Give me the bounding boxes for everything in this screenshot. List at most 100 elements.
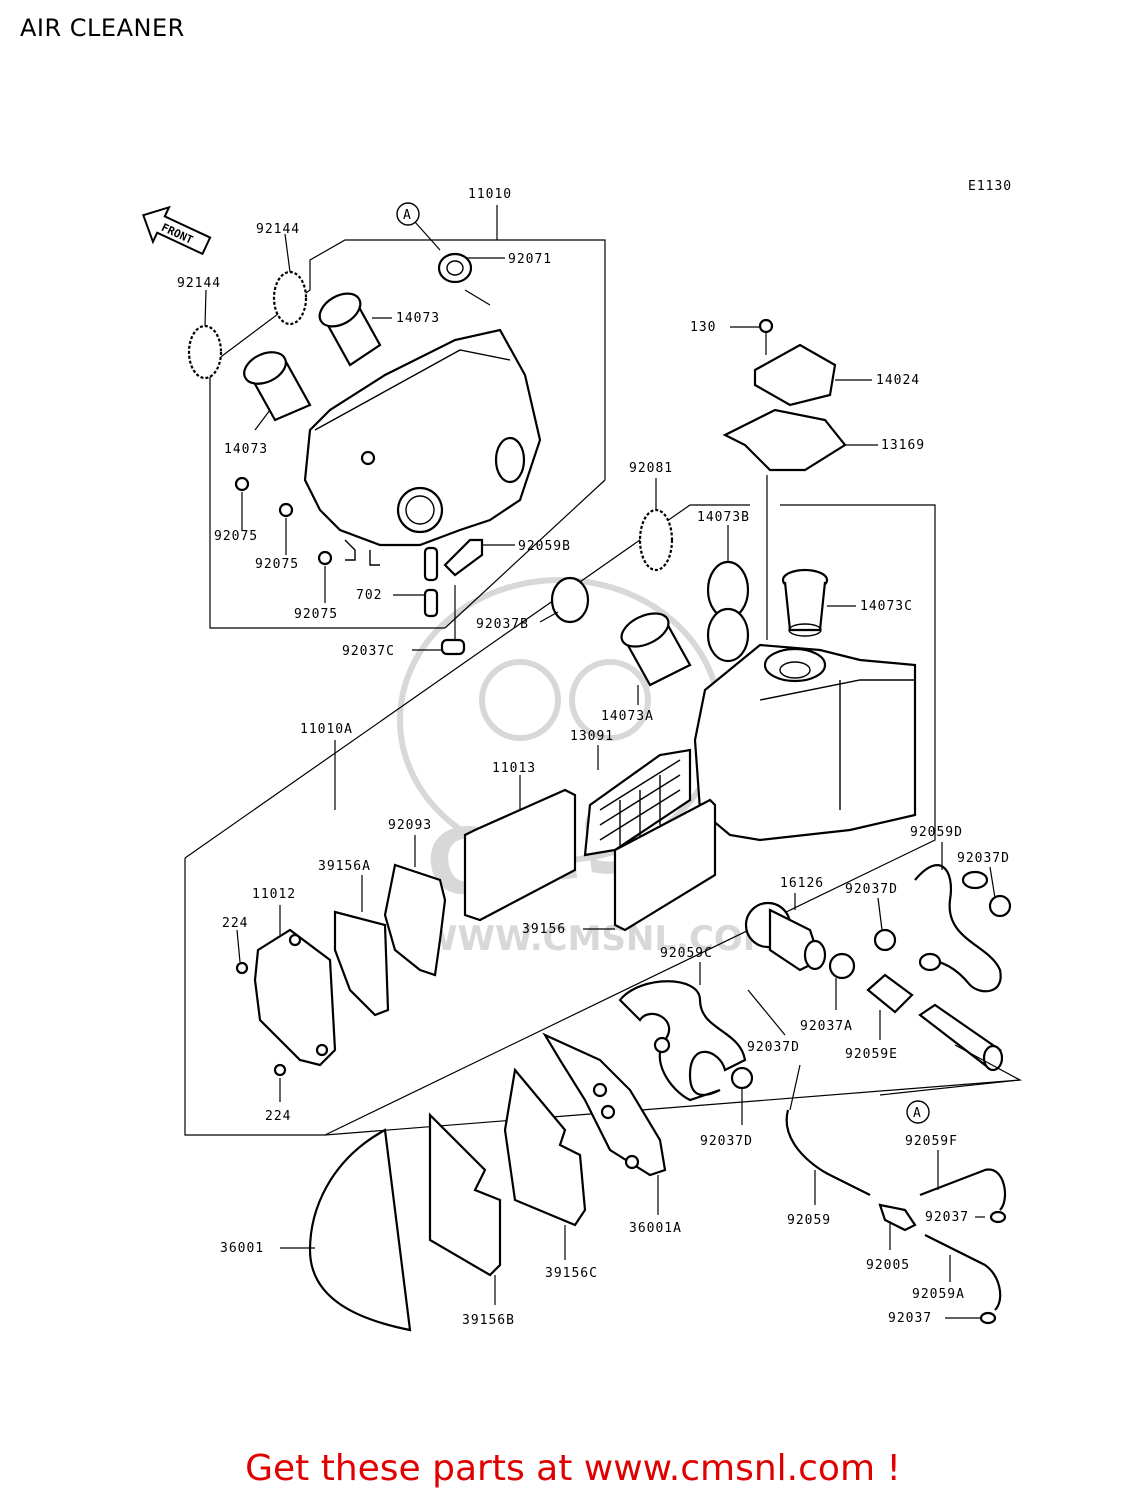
clamp-92037b [550, 576, 590, 624]
label-92075-c: 92075 [294, 607, 338, 622]
bolt-130 [758, 318, 774, 334]
label-39156a: 39156A [318, 859, 371, 874]
air-cleaner-upper-housing [303, 328, 542, 566]
label-11010: 11010 [468, 187, 512, 202]
label-92144-b: 92144 [177, 276, 221, 291]
hose-92059f [919, 1168, 1007, 1211]
label-92059f: 92059F [905, 1134, 958, 1149]
tube-702-b [423, 588, 439, 618]
filter-11013 [463, 788, 577, 922]
filter-39156 [613, 798, 717, 932]
label-14073a: 14073A [601, 709, 654, 724]
label-92081: 92081 [629, 461, 673, 476]
front-arrow-icon: FRONT [141, 205, 212, 256]
parts-diagram: CMS WWW.CMSNL.COM E1130 FRONT [141, 179, 1022, 1332]
filter-39156b [428, 1112, 502, 1277]
callout-a-top [396, 202, 420, 226]
label-92075-a: 92075 [214, 529, 258, 544]
seal-14073b-b [706, 607, 750, 663]
hose-92059 [785, 1109, 871, 1196]
clamp-92037a [828, 952, 856, 980]
grommet-92075-c [317, 550, 333, 566]
label-14073b: 14073B [697, 510, 750, 525]
label-92059c: 92059C [660, 946, 713, 961]
label-92071: 92071 [508, 252, 552, 267]
label-92037a: 92037A [800, 1019, 853, 1034]
hose-92059b [443, 538, 484, 577]
label-92037d-d: 92037D [700, 1134, 753, 1149]
filter-39156c [503, 1067, 587, 1227]
screw-224-b [273, 1063, 287, 1077]
plate-14024 [753, 343, 837, 407]
grommet-92071 [437, 252, 473, 284]
diagram-code: E1130 [968, 179, 1012, 194]
duct-14073a [620, 612, 692, 687]
hose-92059c [618, 980, 747, 1102]
label-92037d-c: 92037D [747, 1040, 800, 1055]
grommet-92075-b [278, 502, 294, 518]
label-92059e: 92059E [845, 1047, 898, 1062]
label-702: 702 [356, 588, 382, 603]
cover-36001a [542, 1032, 667, 1177]
duct-14073-a [318, 292, 382, 367]
label-92059a: 92059A [912, 1287, 965, 1302]
label-92075-b: 92075 [255, 557, 299, 572]
label-92037d-a: 92037D [957, 851, 1010, 866]
filter-39156a [333, 910, 390, 1017]
clamp-92037c [440, 638, 466, 656]
label-14073c: 14073C [860, 599, 913, 614]
label-92144-a: 92144 [256, 222, 300, 237]
label-92093: 92093 [388, 818, 432, 833]
label-13169: 13169 [881, 438, 925, 453]
cover-36001 [308, 1128, 412, 1332]
ring-92144-b [187, 324, 223, 380]
label-130: 130 [690, 320, 716, 335]
label-36001a: 36001A [629, 1221, 682, 1236]
joint-92005 [878, 1203, 917, 1232]
grommet-92075-a [234, 476, 250, 492]
ring-92081 [638, 508, 674, 572]
label-92037-a: 92037 [925, 1210, 969, 1225]
label-36001: 36001 [220, 1241, 264, 1256]
funnel-14073c [781, 568, 829, 637]
label-39156: 39156 [522, 922, 566, 937]
label-92037d-b: 92037D [845, 882, 898, 897]
clamp-92037d-a [988, 894, 1012, 918]
label-92059b: 92059B [518, 539, 571, 554]
hose-92059e [866, 973, 1004, 1072]
clamp-92037-a [989, 1210, 1007, 1224]
label-14073-b: 14073 [224, 442, 268, 457]
label-92059d: 92059D [910, 825, 963, 840]
fitting-16126 [744, 901, 827, 972]
clamp-92037d-b [873, 928, 897, 952]
clamp-92037-b [979, 1311, 997, 1325]
label-92059: 92059 [787, 1213, 831, 1228]
tube-702-a [423, 546, 439, 582]
watermark-text: WWW.CMSNL.COM [420, 919, 777, 959]
label-13091: 13091 [570, 729, 614, 744]
callout-a-top-text: A [403, 208, 412, 223]
callout-a-bottom [906, 1100, 930, 1124]
frame-11010a [184, 858, 1021, 1136]
hose-92059a [924, 1234, 1002, 1311]
label-39156c: 39156C [545, 1266, 598, 1281]
screw-224-a [235, 961, 249, 975]
label-11010a: 11010A [300, 722, 353, 737]
frame-11010 [209, 365, 445, 629]
label-92037b: 92037B [476, 617, 529, 632]
promo-footer[interactable]: Get these parts at www.cmsnl.com ! [245, 1448, 901, 1489]
ring-92144-a [272, 270, 308, 326]
hose-92059d [914, 864, 1002, 993]
screen-13091 [583, 748, 692, 857]
label-92037c: 92037C [342, 644, 395, 659]
seal-92093 [383, 863, 447, 977]
label-14073-a: 14073 [396, 311, 440, 326]
bracket-13169 [722, 408, 847, 472]
leader-lines [204, 233, 996, 1319]
duct-14073-b [243, 351, 312, 422]
cover-11012 [253, 928, 337, 1067]
clamp-92037d-c [730, 1066, 754, 1090]
label-16126: 16126 [780, 876, 824, 891]
callout-a-bottom-text: A [913, 1106, 922, 1121]
label-92037-b: 92037 [888, 1311, 932, 1326]
